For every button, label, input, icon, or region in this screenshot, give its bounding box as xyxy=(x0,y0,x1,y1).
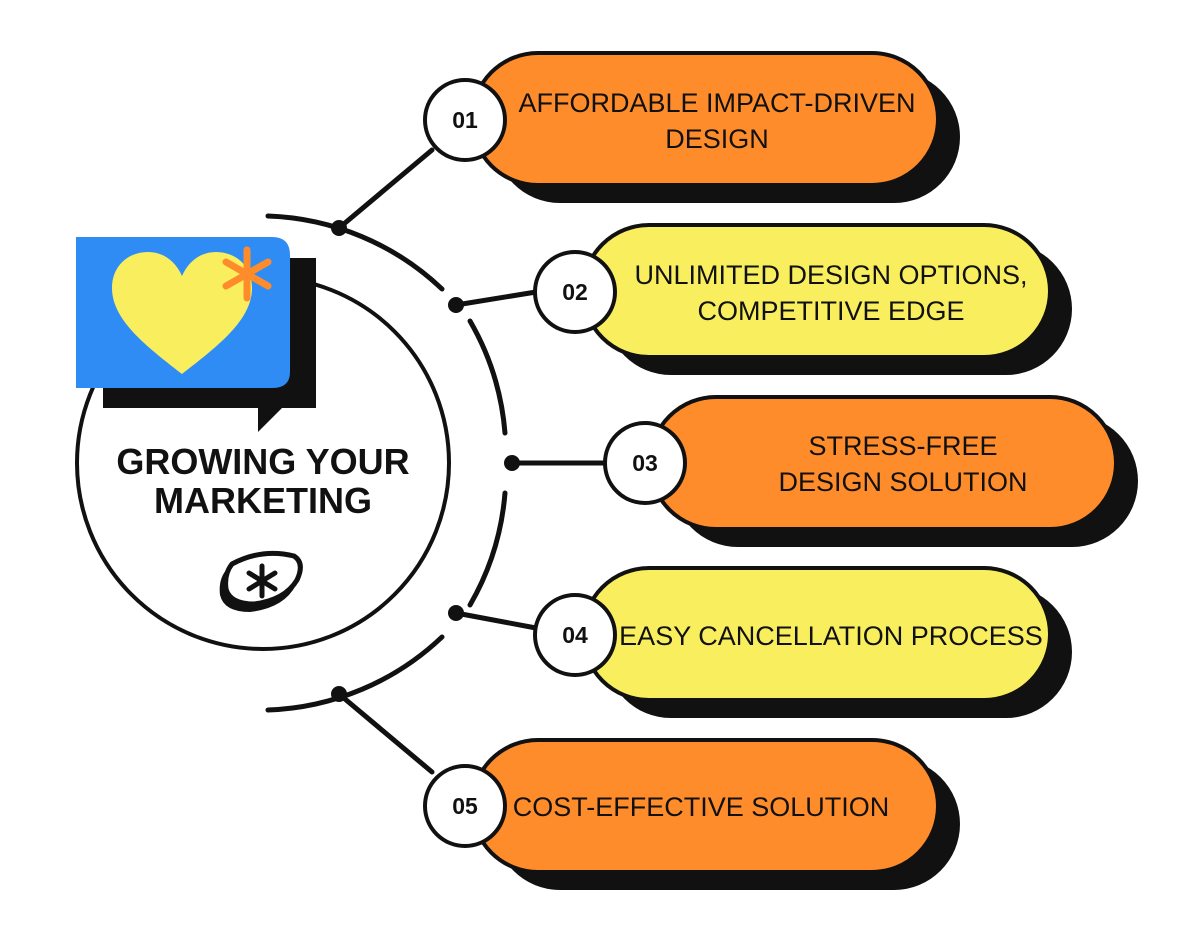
connector-dot xyxy=(448,605,464,621)
item-pill xyxy=(581,223,1052,359)
items-list: AFFORDABLE IMPACT-DRIVEN DESIGN 01UNLIMITE… xyxy=(423,51,1138,890)
asterisk-badge-icon xyxy=(219,550,303,612)
list-item: STRESS-FREE DESIGN SOLUTION 03 xyxy=(603,395,1138,547)
list-item: EASY CANCELLATION PROCESS 04 xyxy=(533,566,1072,718)
connector-dot xyxy=(504,455,520,471)
item-number-badge xyxy=(533,593,617,677)
item-label: DESIGN xyxy=(665,124,769,154)
connector-05 xyxy=(336,691,435,775)
arc-segment-top xyxy=(265,213,445,292)
item-label: UNLIMITED DESIGN OPTIONS, xyxy=(634,260,1027,290)
item-number-badge xyxy=(423,764,507,848)
connector-dot xyxy=(331,220,347,236)
connector-01 xyxy=(336,147,435,231)
list-item: COST-EFFECTIVE SOLUTION 05 xyxy=(423,738,960,890)
outer-arc xyxy=(265,213,508,713)
item-label: COMPETITIVE EDGE xyxy=(697,296,964,326)
item-number-badge xyxy=(423,78,507,162)
item-number: 02 xyxy=(562,279,588,305)
item-number-badge xyxy=(533,250,617,334)
item-label: EASY CANCELLATION PROCESS xyxy=(619,621,1043,651)
item-label: DESIGN SOLUTION xyxy=(778,467,1027,497)
list-item: AFFORDABLE IMPACT-DRIVEN DESIGN 01 xyxy=(423,51,960,203)
heart-icon xyxy=(112,252,252,374)
connector-dot xyxy=(448,297,464,313)
list-item: UNLIMITED DESIGN OPTIONS, COMPETITIVE EDG… xyxy=(533,223,1072,375)
arc-segment-lower xyxy=(467,490,508,608)
item-label: COST-EFFECTIVE SOLUTION xyxy=(513,792,890,822)
connectors xyxy=(331,147,608,775)
item-label: AFFORDABLE IMPACT-DRIVEN xyxy=(518,88,915,118)
speech-bubble xyxy=(76,237,316,432)
asterisk-icon xyxy=(222,246,272,302)
connector-dot xyxy=(331,686,347,702)
center-title-line1: GROWING YOUR xyxy=(116,441,409,482)
connector-02 xyxy=(453,289,539,308)
item-number: 05 xyxy=(452,793,478,819)
item-number-badge xyxy=(603,421,687,505)
item-number: 04 xyxy=(562,622,588,648)
item-number: 01 xyxy=(452,107,478,133)
item-label: STRESS-FREE xyxy=(808,431,997,461)
item-number: 03 xyxy=(632,450,658,476)
arc-segment-bottom xyxy=(265,634,445,713)
arc-segment-upper xyxy=(467,318,508,436)
connector-04 xyxy=(453,610,539,631)
item-pill xyxy=(648,395,1118,531)
center-title-line2: MARKETING xyxy=(154,480,372,521)
item-pill xyxy=(470,51,940,187)
